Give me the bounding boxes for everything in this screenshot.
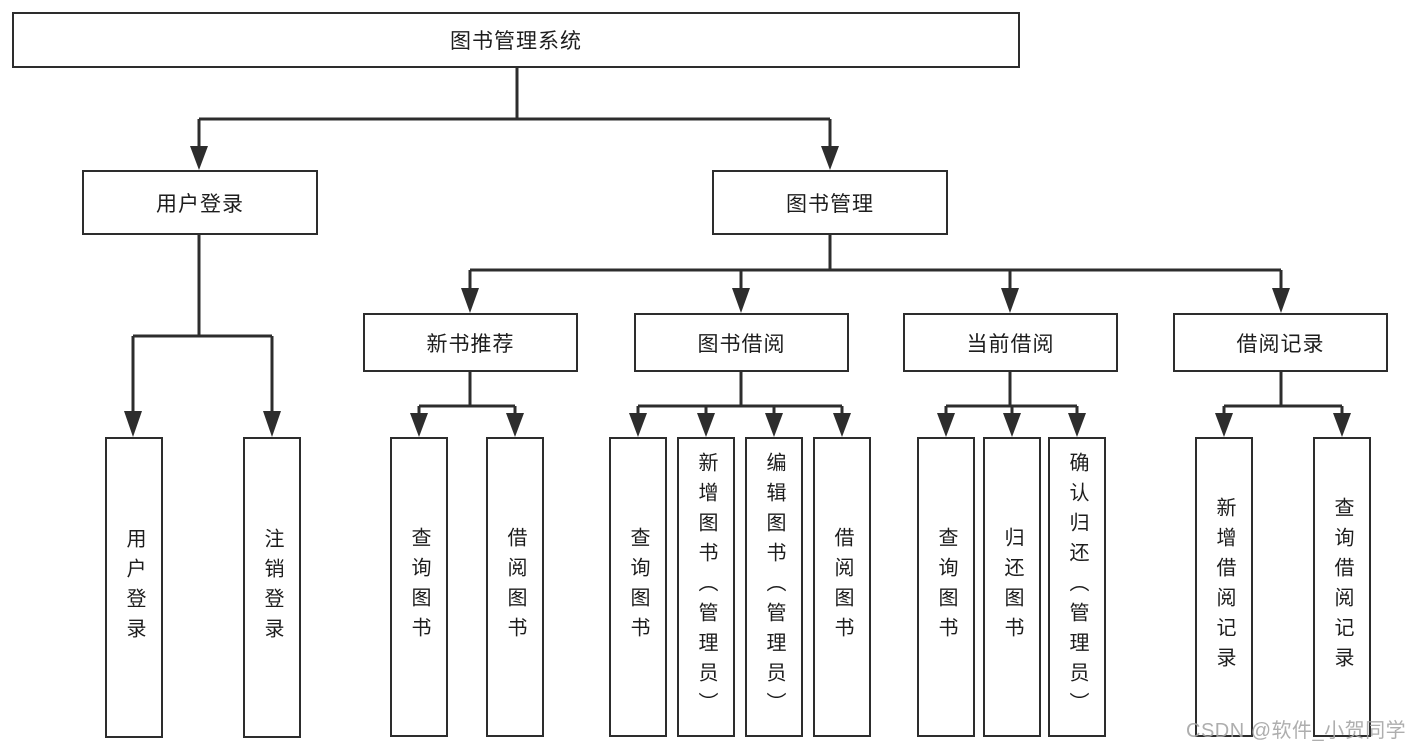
node-borrow-records: 借阅记录 [1173, 313, 1388, 372]
node-book-management: 图书管理 [712, 170, 948, 235]
leaf-add-borrow-record-label: 新增借阅记录 [1213, 497, 1235, 677]
leaf-add-book-admin: 新增图书（管理员） [677, 437, 735, 737]
node-user-login-branch-label: 用户登录 [156, 192, 244, 216]
node-user-login-branch: 用户登录 [82, 170, 318, 235]
leaf-return-book: 归还图书 [983, 437, 1041, 737]
leaf-recommend-borrow-book-label: 借阅图书 [504, 527, 526, 647]
node-borrow-records-label: 借阅记录 [1236, 332, 1325, 356]
leaf-borrow-query-book-label: 查询图书 [627, 527, 649, 647]
leaf-query-borrow-record-label: 查询借阅记录 [1331, 497, 1353, 677]
leaf-recommend-borrow-book: 借阅图书 [486, 437, 544, 737]
leaf-return-book-label: 归还图书 [1001, 527, 1023, 647]
leaf-recommend-query-book-label: 查询图书 [408, 527, 430, 647]
node-root-label: 图书管理系统 [450, 30, 582, 53]
leaf-borrow-book-label: 借阅图书 [831, 527, 853, 647]
leaf-query-borrow-record: 查询借阅记录 [1313, 437, 1371, 737]
csdn-watermark: CSDN @软件_小贺同学 [1186, 720, 1405, 742]
node-root: 图书管理系统 [12, 12, 1020, 68]
leaf-edit-book-admin: 编辑图书（管理员） [745, 437, 803, 737]
leaf-borrow-query-book: 查询图书 [609, 437, 667, 737]
node-book-borrow-label: 图书借阅 [697, 332, 786, 356]
leaf-user-login-label: 用户登录 [123, 527, 145, 648]
node-book-borrow: 图书借阅 [634, 313, 849, 372]
leaf-recommend-query-book: 查询图书 [390, 437, 448, 737]
node-current-borrow-label: 当前借阅 [966, 332, 1055, 356]
leaf-current-query-book-label: 查询图书 [935, 527, 957, 647]
leaf-confirm-return-admin: 确认归还（管理员） [1048, 437, 1106, 737]
leaf-add-borrow-record: 新增借阅记录 [1195, 437, 1253, 737]
node-new-book-recommend: 新书推荐 [363, 313, 578, 372]
leaf-borrow-book: 借阅图书 [813, 437, 871, 737]
node-new-book-recommend-label: 新书推荐 [426, 332, 515, 356]
leaf-edit-book-admin-label: 编辑图书（管理员） [763, 452, 785, 722]
leaf-current-query-book: 查询图书 [917, 437, 975, 737]
node-current-borrow: 当前借阅 [903, 313, 1118, 372]
leaf-logout: 注销登录 [243, 437, 301, 738]
leaf-add-book-admin-label: 新增图书（管理员） [695, 452, 717, 722]
leaf-logout-label: 注销登录 [261, 527, 283, 648]
leaf-confirm-return-admin-label: 确认归还（管理员） [1066, 452, 1088, 722]
node-book-management-label: 图书管理 [786, 192, 874, 216]
leaf-user-login: 用户登录 [105, 437, 163, 738]
